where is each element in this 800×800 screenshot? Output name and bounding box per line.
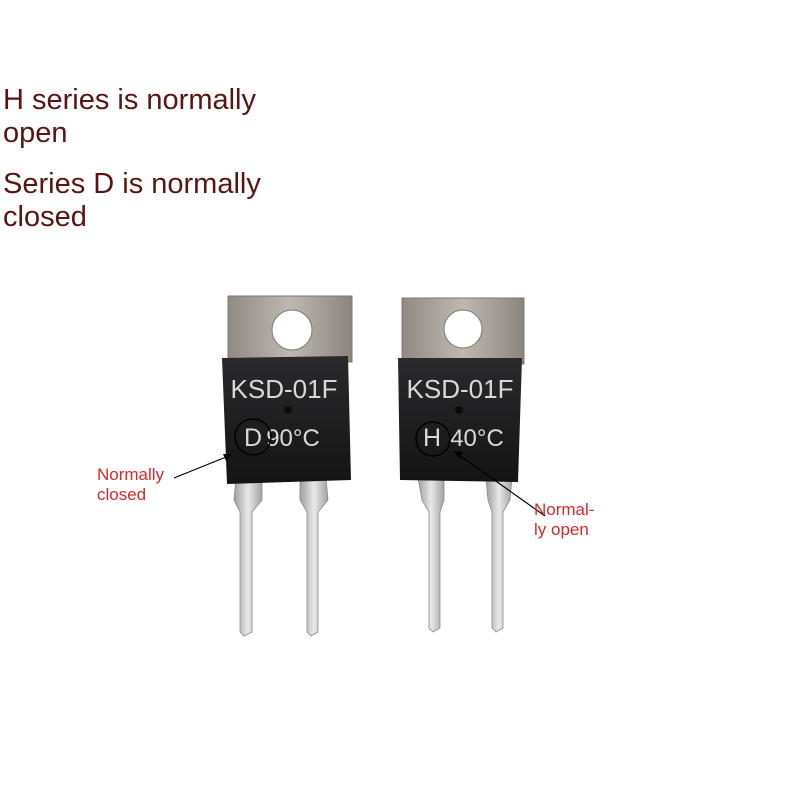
chip-body [222,356,351,484]
callout-line-open [454,451,546,517]
chip-temperature: 40°C [450,425,504,452]
chip-type-letter: D [244,424,262,452]
callout-line-closed [173,454,232,479]
h-series-caption: H series is normally open [3,84,256,149]
arrowhead-open [454,451,463,459]
mould-mark [284,406,292,414]
highlight-circle [415,421,451,457]
thermostat-left: KSD-01F D 90°C [222,295,353,637]
normally-closed-callout: Normally closed [97,465,165,504]
mounting-hole [443,309,483,349]
normally-open-callout: Normal- ly open [534,500,595,539]
chip-type-letter: H [423,424,441,452]
chip-model-label: KSD-01F [231,374,338,404]
lead-left [417,477,445,633]
thermostat-right: KSD-01F H 40°C [398,297,525,633]
lead-right [485,477,513,633]
lead-right [299,477,329,637]
highlight-circle [234,418,272,456]
d-series-caption: Series D is normally closed [3,168,261,233]
mounting-hole [271,309,313,351]
chip-model-label: KSD-01F [407,374,514,404]
chip-temperature: 90°C [266,425,320,452]
lead-left [233,477,263,637]
chip-body [398,358,522,482]
mould-mark [455,406,463,414]
arrowhead-closed [223,454,232,461]
